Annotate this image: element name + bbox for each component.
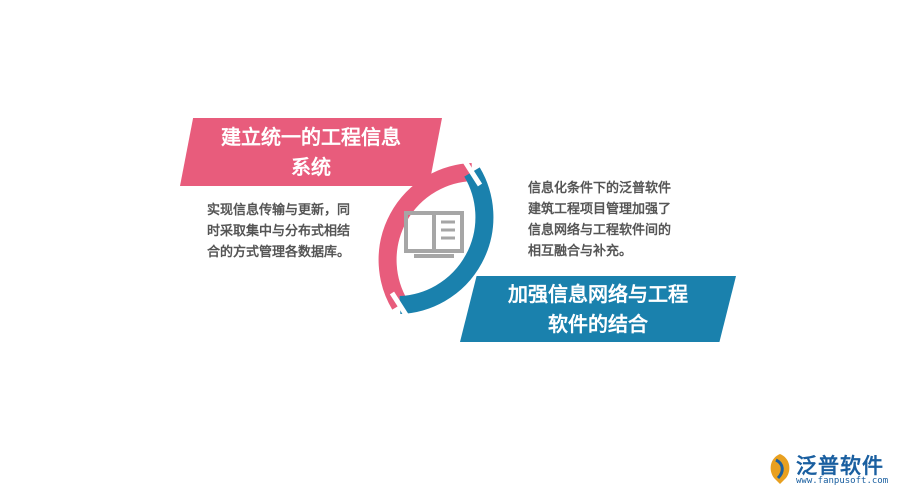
logo-name: 泛普软件 [796, 454, 884, 478]
right-description: 信息化条件下的泛普软件建筑工程项目管理加强了信息网络与工程软件间的相互融合与补充… [528, 181, 672, 259]
top-left-banner-title: 建立统一的工程信息系统 [221, 125, 401, 179]
logo-mark-icon [770, 454, 790, 484]
top-left-banner: 建立统一的工程信息系统 [180, 118, 442, 186]
logo-url: www.fanpusoft.com [796, 476, 889, 486]
bottom-right-banner-title: 加强信息网络与工程软件的结合 [508, 282, 688, 336]
open-book-icon [404, 211, 464, 258]
brand-logo: 泛普软件 www.fanpusoft.com [762, 448, 892, 490]
left-description: 实现信息传输与更新，同时采取集中与分布式相结合的方式管理各数据库。 [206, 203, 350, 260]
bottom-right-banner: 加强信息网络与工程软件的结合 [460, 276, 736, 342]
